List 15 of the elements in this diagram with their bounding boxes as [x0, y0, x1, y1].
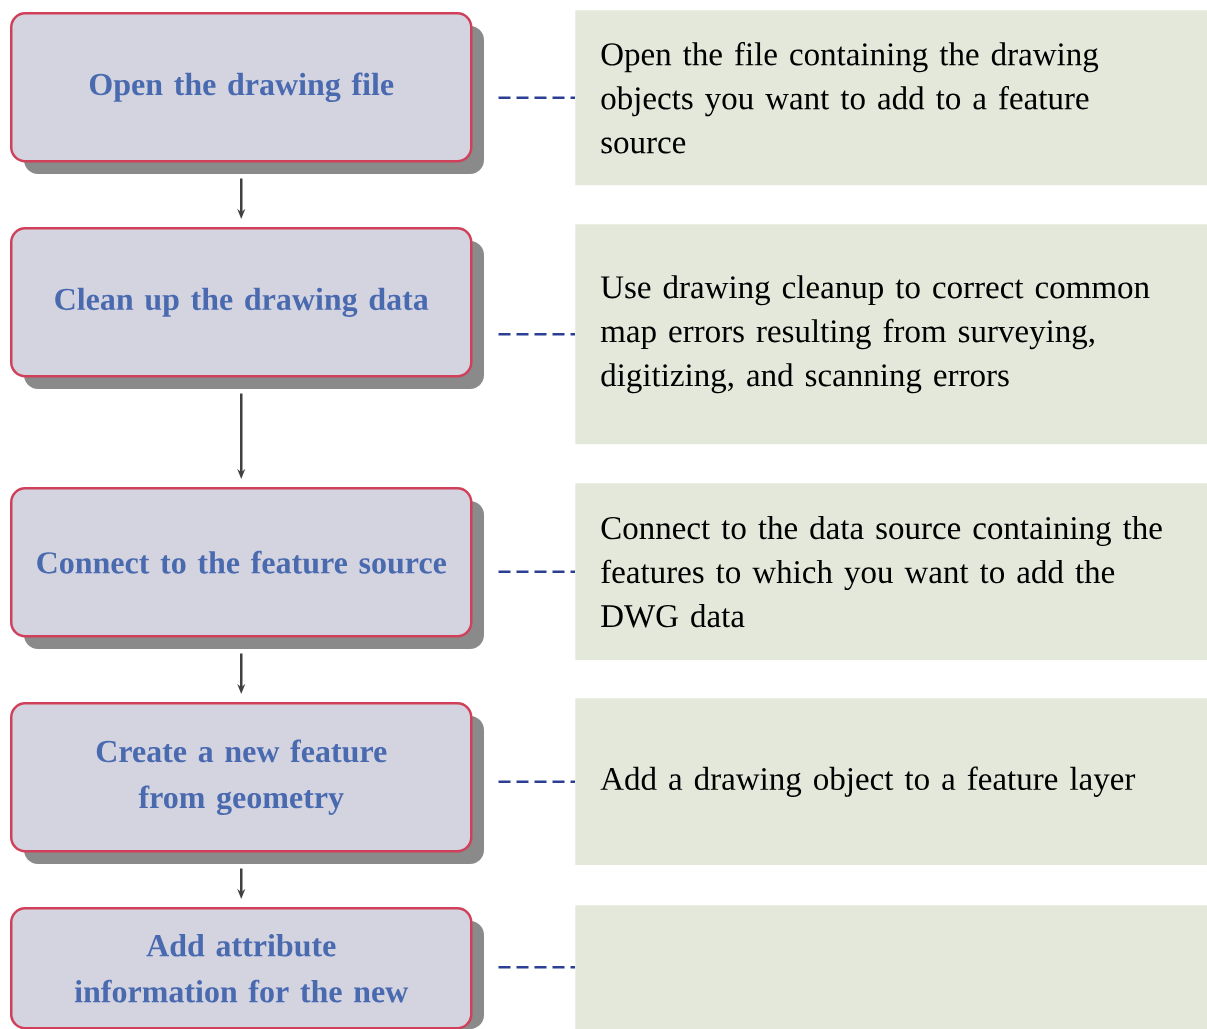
note-box: Open the file containing the drawing objects you want to add to a feature source [575, 10, 1207, 186]
process-box: Open the drawing file [10, 12, 484, 174]
note-box: Use drawing cleanup to correct common map errors resulting from surveying, digitizing, and scanning errors [575, 224, 1207, 445]
note-box: Connect to the data source containing the features to which you want to add the DWG data [575, 483, 1207, 661]
process-box: Connect to the feature source [10, 487, 484, 649]
note-box: Add a drawing object to a feature layer [575, 698, 1207, 866]
dashed-connector [498, 570, 575, 573]
dashed-connector [498, 332, 575, 336]
process-box: Clean up the drawing data [10, 227, 484, 389]
dashed-connector [498, 96, 575, 99]
dashed-connector [498, 780, 575, 783]
note-box [575, 905, 1207, 1029]
process-box: Add attribute information for the new [10, 907, 484, 1029]
dashed-connector [498, 965, 575, 969]
process-box: Create a new feature from geometry [10, 702, 484, 864]
